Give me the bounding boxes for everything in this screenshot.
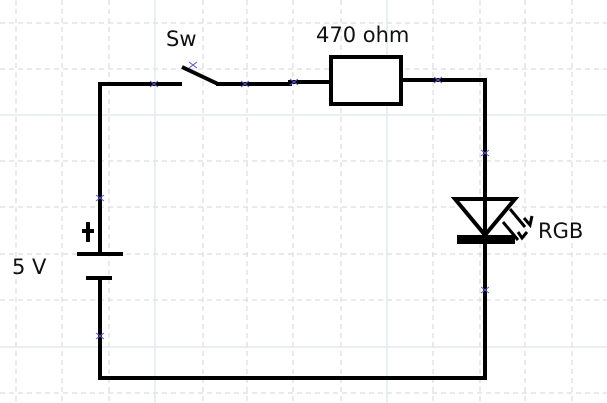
led-cathode-bar — [457, 235, 515, 244]
wire-bottom — [98, 241, 487, 380]
node-markers — [95, 61, 490, 340]
switch-symbol[interactable] — [181, 65, 219, 86]
light-emission-arrows-icon — [501, 208, 534, 241]
switch-lever — [181, 65, 219, 86]
battery-label: 5 V — [12, 255, 47, 279]
resistor-symbol[interactable] — [329, 55, 403, 106]
wire-resistor-led — [399, 78, 487, 201]
resistor-label: 470 ohm — [316, 23, 410, 47]
battery-symbol[interactable] — [77, 222, 123, 280]
led-label: RGB — [538, 219, 584, 243]
wire-top-left — [98, 82, 182, 256]
wire-switch-resistor — [216, 80, 333, 86]
switch-label: Sw — [166, 27, 197, 51]
led-symbol[interactable] — [450, 197, 534, 244]
wires — [98, 78, 487, 380]
